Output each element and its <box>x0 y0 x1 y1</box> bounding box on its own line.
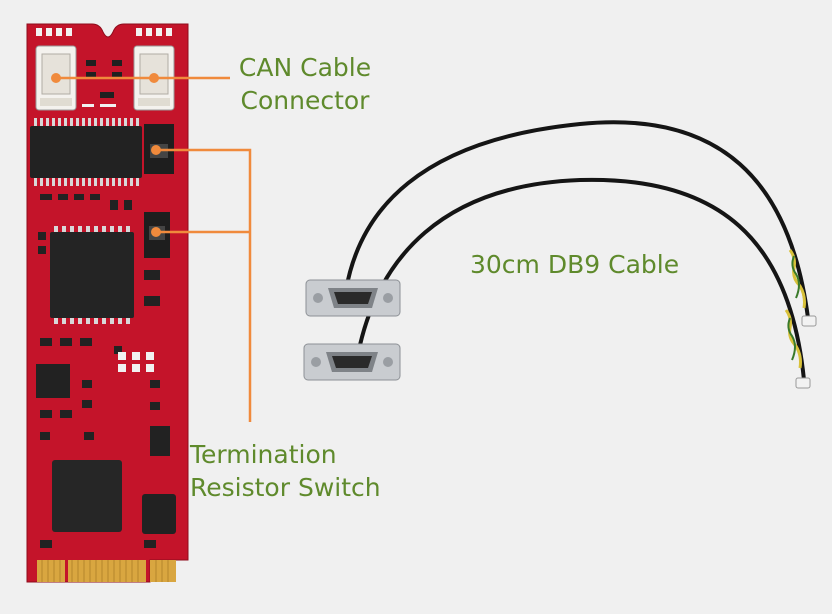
can-label-line1: CAN Cable <box>238 53 372 82</box>
termination-label-line2: Resistor Switch <box>190 473 381 502</box>
termination-label-line1: Termination <box>190 440 337 469</box>
isolator-chip <box>30 118 142 186</box>
controller-chip <box>52 460 122 532</box>
can-cable-connector-label: CAN Cable Connector <box>236 51 374 117</box>
cable-end-connector <box>795 315 817 389</box>
gold-fingers <box>37 560 176 582</box>
db9-connector-icon <box>305 279 401 317</box>
termination-resistor-switch-label: Termination Resistor Switch <box>190 438 381 504</box>
transceiver-chip <box>50 226 134 324</box>
db9-connector-icon <box>303 343 401 381</box>
m2-can-card <box>26 23 189 583</box>
callout-lines <box>56 76 252 422</box>
db9-cable <box>344 120 810 382</box>
can-label-line2: Connector <box>240 86 370 115</box>
cable-label: 30cm DB9 Cable <box>470 250 680 279</box>
